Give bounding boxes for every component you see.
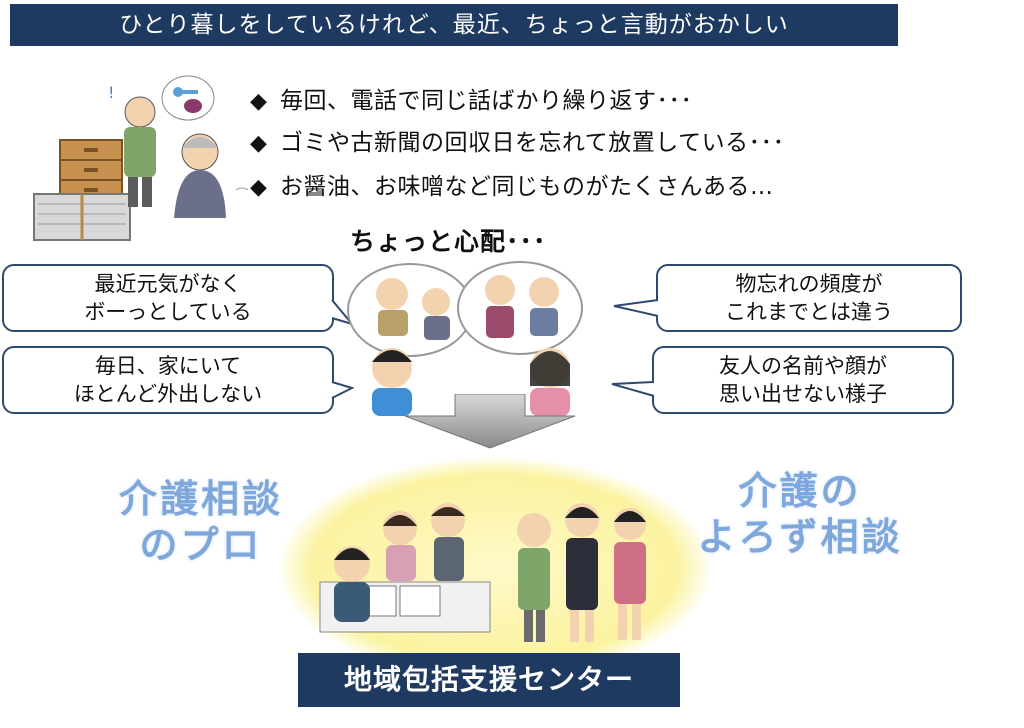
diamond-icon: ◆ xyxy=(250,131,268,156)
bullet-item: ◆ゴミや古新聞の回収日を忘れて放置している･･･ xyxy=(250,128,785,159)
concern-bubble: 最近元気がなく ボーっとしている xyxy=(2,264,334,332)
general-consult-label: 介護の よろず相談 xyxy=(697,469,903,559)
elderly-confused-illustration: ! xyxy=(33,75,249,241)
center-name-label: 地域包括支援センター xyxy=(298,653,680,707)
diamond-icon: ◆ xyxy=(250,89,268,114)
pro-consult-label: 介護相談 のプロ xyxy=(118,477,283,567)
bullet-item: ◆毎回、電話で同じ話ばかり繰り返す･･･ xyxy=(250,86,692,117)
worry-heading: ちょっと心配･･･ xyxy=(350,227,547,256)
concern-bubble: 物忘れの頻度が これまでとは違う xyxy=(656,264,962,332)
bullet-item: ◆お醤油、お味噌など同じものがたくさんある… xyxy=(250,172,774,203)
concern-bubble: 友人の名前や顔が 思い出せない様子 xyxy=(652,346,954,414)
consultation-illustration xyxy=(319,503,646,642)
down-arrow-icon xyxy=(404,394,576,449)
diamond-icon: ◆ xyxy=(250,175,268,200)
worried-family-illustration xyxy=(347,261,583,416)
title-banner: ひとり暮しをしているけれど、最近、ちょっと言動がおかしい xyxy=(10,4,898,46)
concern-bubble: 毎日、家にいて ほとんど外出しない xyxy=(2,346,334,414)
svg-text:!: ! xyxy=(108,83,114,102)
